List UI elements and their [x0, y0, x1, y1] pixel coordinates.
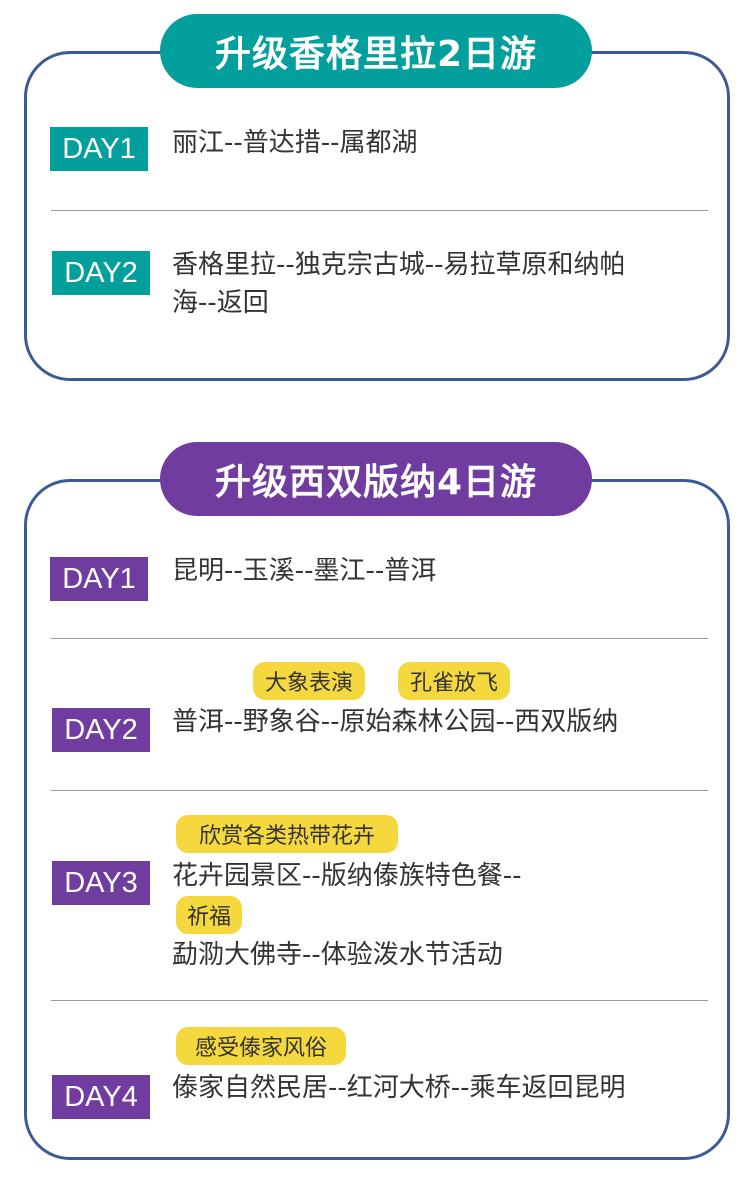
divider	[51, 790, 708, 791]
day-itinerary: 丽江--普达措--属都湖	[172, 128, 418, 158]
divider	[51, 210, 708, 211]
day-itinerary: 普洱--野象谷--原始森林公园--西双版纳	[172, 707, 619, 737]
day-badge: DAY1	[50, 557, 148, 601]
day-badge: DAY4	[52, 1075, 150, 1119]
day-badge: DAY1	[50, 127, 148, 171]
day-itinerary: 花卉园景区--版纳傣族特色餐--	[172, 861, 522, 891]
day-itinerary: 勐泐大佛寺--体验泼水节活动	[172, 940, 503, 970]
tour-title-xishuangbanna: 升级西双版纳4日游	[160, 442, 592, 516]
divider	[51, 638, 708, 639]
highlight-tag: 祈福	[176, 896, 242, 934]
tour-title-shangri-la: 升级香格里拉2日游	[160, 14, 592, 88]
day-badge: DAY2	[52, 251, 150, 295]
day-itinerary: 傣家自然民居--红河大桥--乘车返回昆明	[172, 1073, 626, 1103]
divider	[51, 1000, 708, 1001]
day-itinerary: 香格里拉--独克宗古城--易拉草原和纳帕	[172, 250, 626, 280]
tour-card-shangri-la	[24, 51, 730, 381]
day-itinerary: 海--返回	[172, 288, 269, 318]
day-badge: DAY2	[52, 708, 150, 752]
highlight-tag: 感受傣家风俗	[176, 1027, 346, 1065]
highlight-tag: 大象表演	[253, 662, 365, 700]
day-badge: DAY3	[52, 861, 150, 905]
highlight-tag: 孔雀放飞	[398, 662, 510, 700]
highlight-tag: 欣赏各类热带花卉	[176, 815, 398, 853]
day-itinerary: 昆明--玉溪--墨江--普洱	[172, 556, 437, 586]
